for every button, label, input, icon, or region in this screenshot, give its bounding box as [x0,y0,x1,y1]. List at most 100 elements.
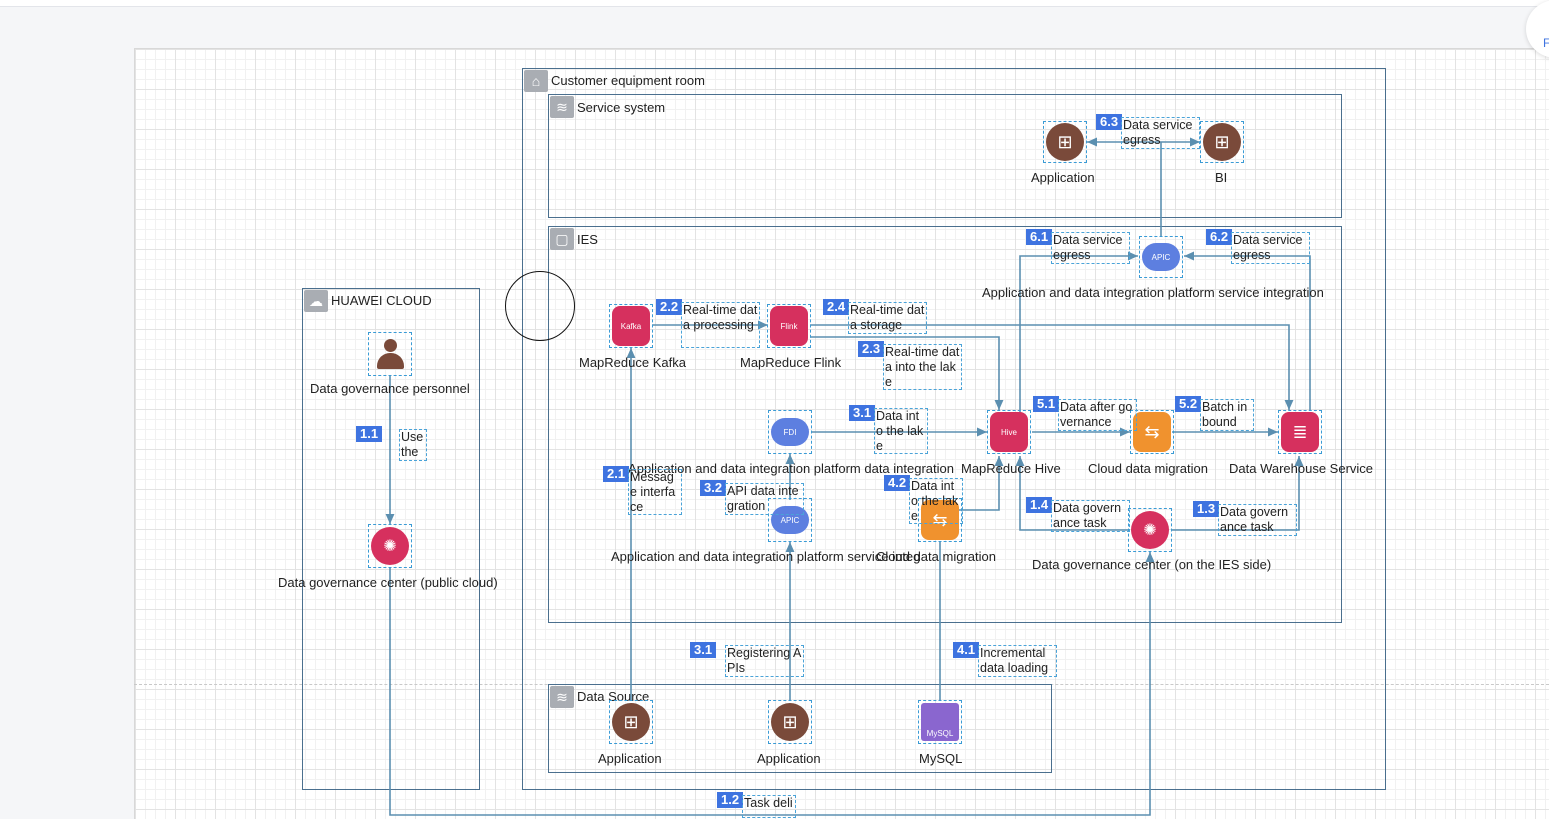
kafka-label: MapReduce Kafka [579,355,686,370]
flink-badge: Flink [780,321,798,331]
step-badge: 6.1 [1026,229,1053,245]
step-badge: 4.1 [953,642,980,658]
step-badge: 1.1 [356,426,383,442]
ds-app1-label: Application [598,751,662,766]
mysql-tag: MySQL [926,729,954,738]
cloud-icon: ☁ [304,290,328,312]
kafka-icon: Kafka [612,306,650,346]
step-note: Batch in bound [1200,399,1254,431]
step-badge: 2.4 [823,299,850,315]
mysql-label: MySQL [919,751,963,766]
cdm-low-label: Cloud data migration [876,549,996,564]
step-note: Data governance task [1218,504,1297,536]
floating-panel-letter: F [1543,36,1549,50]
hive-node[interactable]: Hive [987,410,1031,454]
flink-icon: Flink [770,306,808,346]
fdi-node[interactable]: FDI [768,410,812,454]
group-service-system[interactable] [548,94,1342,218]
bi-node[interactable]: ⊞ [1200,121,1244,163]
ds-app2-label: Application [757,751,821,766]
apic-low-label: Application and data integration platfor… [611,549,921,564]
step-badge: 5.1 [1033,396,1060,412]
step-badge: 3.1 [849,405,876,421]
apic-tag: APIC [1151,252,1171,262]
dgc-ies-node[interactable]: ✺ [1128,508,1172,552]
person-node[interactable] [368,332,412,376]
mysql-node[interactable]: MySQL [918,700,962,744]
step-badge: 2.1 [603,466,630,482]
apic-low-node[interactable]: APIC [768,498,812,542]
step-note: Message interface [628,469,682,515]
hive-label: MapReduce Hive [961,461,1061,476]
cursor-highlight-ring [505,271,575,341]
person-label: Data governance personnel [310,381,470,396]
step-badge: 3.1 [690,642,717,658]
step-note: API data integration [725,483,804,515]
apic-top-label: Application and data integration platfor… [982,285,1324,300]
step-badge: 3.2 [700,480,727,496]
application-icon: ⊞ [771,703,809,741]
step-note: Data service egress [1051,232,1130,264]
cdm-icon: ⇆ [921,500,959,540]
step-note: Data after governance [1058,399,1137,431]
bi-icon: ⊞ [1203,123,1241,161]
step-note: Data service egress [1231,232,1310,264]
app-service-label: Application [1031,170,1095,185]
dgc-cloud-label: Data governance center (public cloud) [278,575,498,590]
fdi-tag: FDI [783,427,797,437]
step-note: Use the [399,429,427,461]
dws-label: Data Warehouse Service [1229,461,1374,476]
step-note: Data service egress [1121,117,1200,149]
step-badge: 1.4 [1026,497,1053,513]
step-note: Data into the lake [909,478,963,524]
dgc-cloud-node[interactable]: ✺ [368,524,412,568]
hive-icon: Hive [990,412,1028,452]
layers-icon: ≋ [550,96,574,118]
group-label-huawei-cloud: HUAWEI CLOUD [331,293,432,308]
dws-icon: ≣ [1281,412,1319,452]
mysql-icon: MySQL [921,703,959,741]
ds-app1-node[interactable]: ⊞ [609,700,653,744]
apic-icon: APIC [771,506,809,534]
fdi-icon: FDI [771,418,809,446]
dws-node[interactable]: ≣ [1278,410,1322,454]
ds-app2-node[interactable]: ⊞ [768,700,812,744]
step-note: Real-time data storage [848,302,927,334]
step-note: Registering APIs [725,645,804,677]
floating-panel-button[interactable]: F [1526,0,1549,58]
apic-tag: APIC [780,515,800,525]
step-note: Task deli [742,795,796,818]
apic-top-node[interactable]: APIC [1139,236,1183,278]
step-badge: 1.3 [1193,501,1220,517]
apic-icon: APIC [1142,243,1180,271]
hive-badge: Hive [1000,427,1017,437]
application-icon: ⊞ [1046,123,1084,161]
step-badge: 5.2 [1175,396,1202,412]
step-note: Real-time data processing [681,302,760,348]
cdm-low-node[interactable]: ⇆ [918,498,962,542]
governance-icon: ✺ [1131,511,1169,549]
layers-icon: ≋ [550,686,574,708]
cdm-right-node[interactable]: ⇆ [1130,410,1174,454]
step-badge: 2.2 [656,299,683,315]
flink-label: MapReduce Flink [740,355,842,370]
step-badge: 6.2 [1206,229,1233,245]
fdi-label: Application and data integration platfor… [628,461,954,476]
cdm-icon: ⇆ [1133,412,1171,452]
cdm-right-label: Cloud data migration [1088,461,1208,476]
dgc-ies-label: Data governance center (on the IES side) [1032,557,1272,572]
step-note: Data into the lake [874,408,928,454]
step-badge: 1.2 [717,792,744,808]
step-note: Data governance task [1051,500,1130,532]
ies-frame-icon: ▢ [550,228,574,250]
flink-node[interactable]: Flink [767,304,811,348]
step-note: Real-time data into the lake [883,344,962,390]
kafka-node[interactable]: Kafka [609,304,653,348]
application-icon: ⊞ [612,703,650,741]
governance-icon: ✺ [371,527,409,565]
group-label-customer-room: Customer equipment room [551,73,705,88]
step-badge: 4.2 [884,475,911,491]
app-service-node[interactable]: ⊞ [1043,121,1087,163]
group-label-ies: IES [577,232,598,247]
group-label-service-system: Service system [577,100,666,115]
